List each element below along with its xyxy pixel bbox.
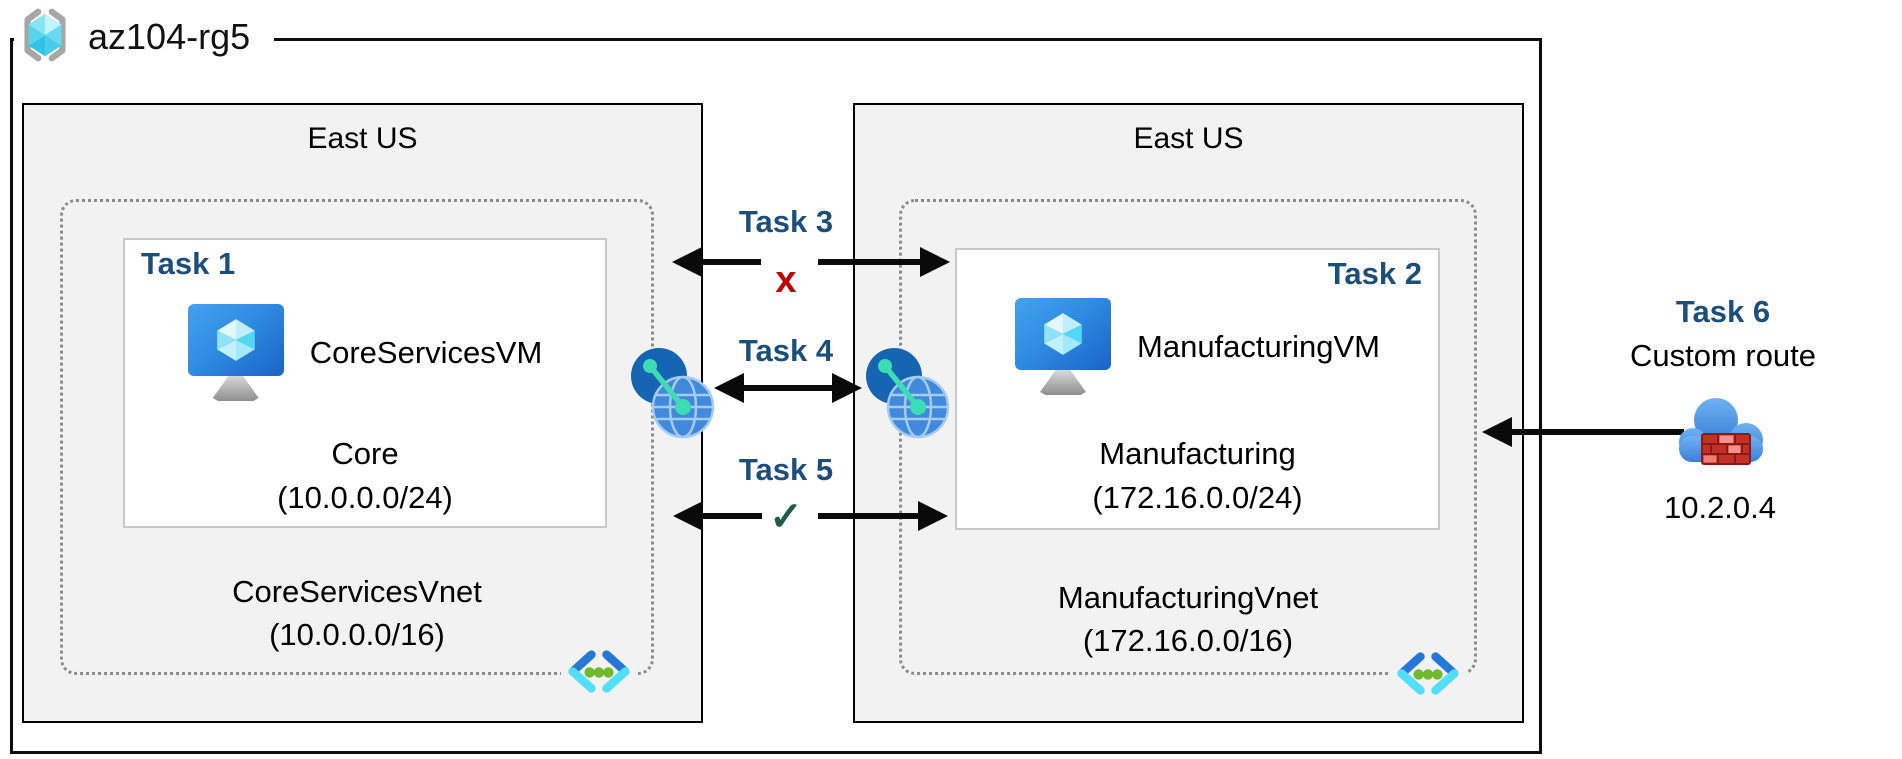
subnet-cidr: (10.0.0.0/24) — [277, 480, 453, 515]
vm-manufacturing: ManufacturingVM — [957, 298, 1438, 395]
task2-box: Task 2 — [955, 248, 1440, 530]
resource-group-name: az104-rg5 — [88, 16, 251, 57]
resource-group-icon — [16, 5, 74, 70]
subnet-label: Manufacturing (172.16.0.0/24) — [957, 432, 1438, 520]
task6-subtitle: Custom route — [1629, 338, 1817, 373]
blocked-cross-mark: x — [775, 259, 797, 301]
monitor-stand — [1040, 370, 1087, 395]
task1-label: Task 1 — [141, 246, 236, 281]
virtual-machine-icon — [1015, 298, 1112, 395]
region-box-manufacturing: East US Task 2 — [853, 103, 1524, 723]
task1-box: Task 1 — [123, 238, 607, 528]
task3-label: Task 3 — [738, 204, 834, 239]
virtual-network-icon — [1390, 648, 1466, 698]
subnet-name: Core — [331, 436, 399, 471]
region-title: East US — [1133, 122, 1244, 155]
vm-coreservices: CoreServicesVM — [125, 304, 605, 401]
task5-label: Task 5 — [738, 452, 834, 487]
subnet-name: Manufacturing — [1099, 436, 1296, 471]
vm-name: CoreServicesVM — [309, 334, 543, 370]
vnet-name: CoreServicesVnet — [232, 574, 482, 609]
subnet-cidr: (172.16.0.0/24) — [1092, 480, 1303, 515]
vnet-boundary-coreservices: Task 1 — [60, 199, 654, 696]
vnet-label: CoreServicesVnet (10.0.0.0/16) — [63, 570, 651, 656]
vnet-cidr: (172.16.0.0/16) — [1082, 623, 1294, 658]
vnet-name: ManufacturingVnet — [1057, 580, 1319, 615]
vm-name: ManufacturingVM — [1137, 328, 1380, 364]
virtual-network-icon — [561, 646, 637, 696]
subnet-label: Core (10.0.0.0/24) — [125, 432, 605, 520]
task6-header: Task 6 Custom route — [1588, 294, 1858, 374]
resource-group-boundary — [10, 38, 1542, 754]
task6-label: Task 6 — [1675, 294, 1771, 329]
resource-group-header: az104-rg5 — [14, 4, 275, 70]
vnet-label: ManufacturingVnet (172.16.0.0/16) — [902, 576, 1474, 662]
vnet-peering-icon-right — [864, 345, 950, 439]
vnet-boundary-manufacturing: Task 2 — [899, 199, 1477, 698]
allowed-check-mark: ✓ — [769, 495, 803, 539]
cloud-firewall-icon — [1676, 390, 1772, 476]
region-title: East US — [307, 122, 418, 155]
vnet-cidr: (10.0.0.0/16) — [269, 617, 445, 652]
monitor-stand — [212, 376, 259, 401]
region-box-coreservices: East US Task 1 — [22, 103, 703, 723]
appliance-ip: 10.2.0.4 — [1663, 490, 1777, 525]
virtual-machine-icon — [187, 304, 284, 401]
task2-label: Task 2 — [1327, 256, 1422, 291]
task4-label: Task 4 — [738, 333, 834, 368]
vnet-peering-icon-left — [629, 345, 715, 439]
firewall-bricks — [1701, 433, 1751, 465]
